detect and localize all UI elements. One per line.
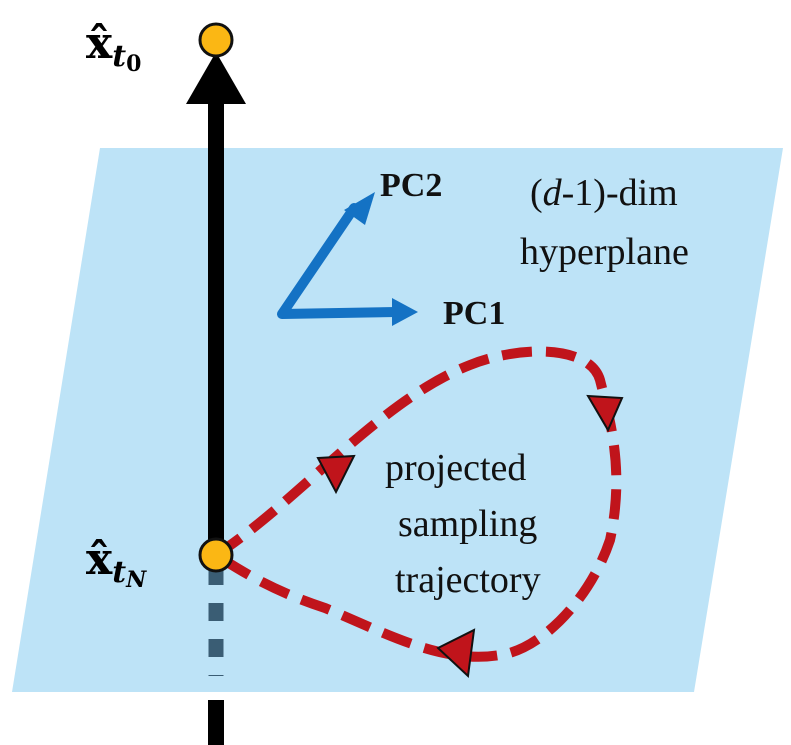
triangle-arrow-icon [586, 394, 624, 433]
circle-point-icon [198, 537, 234, 573]
x-start-label: x̂t0 [86, 18, 141, 77]
trajectory-markers [316, 394, 624, 679]
trajectory-label-line1: projected [385, 447, 526, 489]
pc1-arrowhead-icon [392, 298, 418, 326]
pc-arrows [277, 192, 418, 326]
pc-arrow-lines [277, 203, 401, 319]
hyperplane [12, 148, 783, 692]
trajectory-label-line2: sampling [398, 503, 537, 545]
axis-arrowhead-icon [186, 52, 246, 104]
circle-point-icon [198, 22, 234, 58]
hyperplane-label-line2: hyperplane [520, 231, 689, 273]
pc2-arrowhead-icon [344, 192, 375, 225]
triangle-arrow-icon [436, 628, 476, 679]
hyperplane-label: (d-1)-dim [530, 172, 678, 214]
pc2-label: PC2 [380, 167, 442, 204]
trajectory-label-line3: trajectory [395, 559, 541, 601]
trajectory-path [213, 346, 622, 662]
triangle-arrow-icon [316, 454, 356, 495]
x-end-label: x̂tN [86, 534, 147, 593]
pc1-label: PC1 [443, 295, 505, 332]
